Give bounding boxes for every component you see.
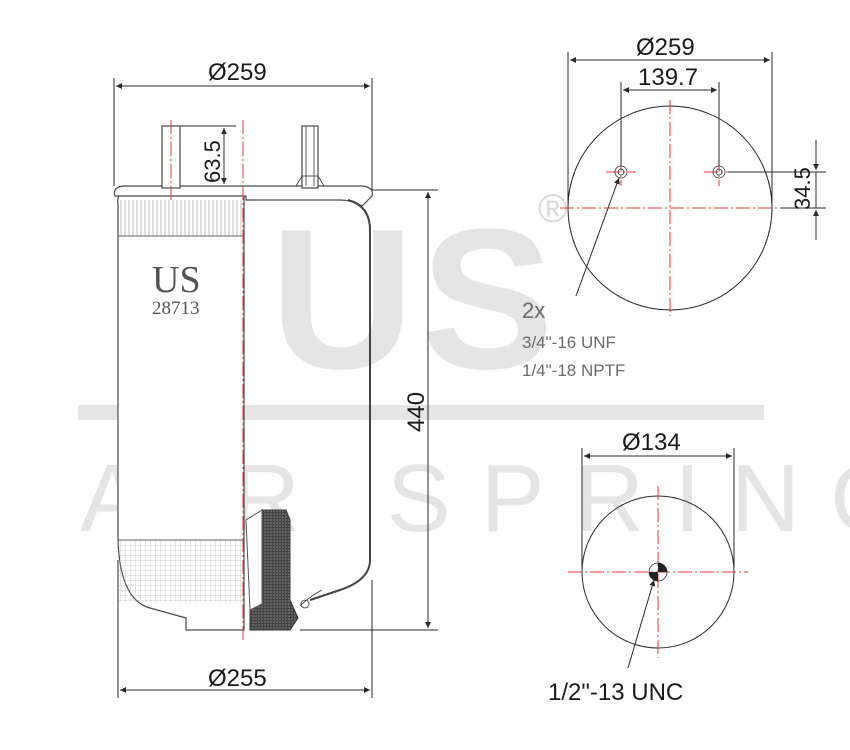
bottom-view: Ø134 1/2"-13 UNC [548,429,748,706]
top-outer-diameter: Ø259 [636,34,695,61]
side-view: US 28713 Ø259 63.5 440 Ø255 [113,59,438,698]
product-brand: US [152,259,201,301]
side-top-diameter: Ø259 [208,59,267,86]
side-bottom-diameter: Ø255 [208,665,267,692]
hole-thread-2: 1/4"-18 NPTF [522,361,625,380]
top-ribs [118,200,244,236]
side-height: 440 [403,392,430,432]
section-wall [309,199,371,601]
watermark-logo: US [270,188,560,411]
top-hole-spacing: 139.7 [638,64,698,91]
left-stud [161,125,181,189]
bottom-thread-callout: 1/2"-13 UNC [548,679,683,706]
top-view: Ø259 139.7 34.5 2x 3/4"-16 UNF 1/4"-18 N… [522,34,826,380]
top-hole-offset: 34.5 [790,167,815,210]
bottom-piston-diameter: Ø134 [622,429,681,456]
watermark-bar-top [78,405,764,420]
bottom-ribs [118,540,244,602]
hole-quantity: 2x [522,298,545,323]
part-number: 28713 [152,298,200,319]
right-stud [301,125,319,189]
hole-thread-1: 3/4"-16 UNF [522,333,616,352]
side-stud-height: 63.5 [200,140,225,183]
watermark-registered-mark: ® [538,187,567,231]
